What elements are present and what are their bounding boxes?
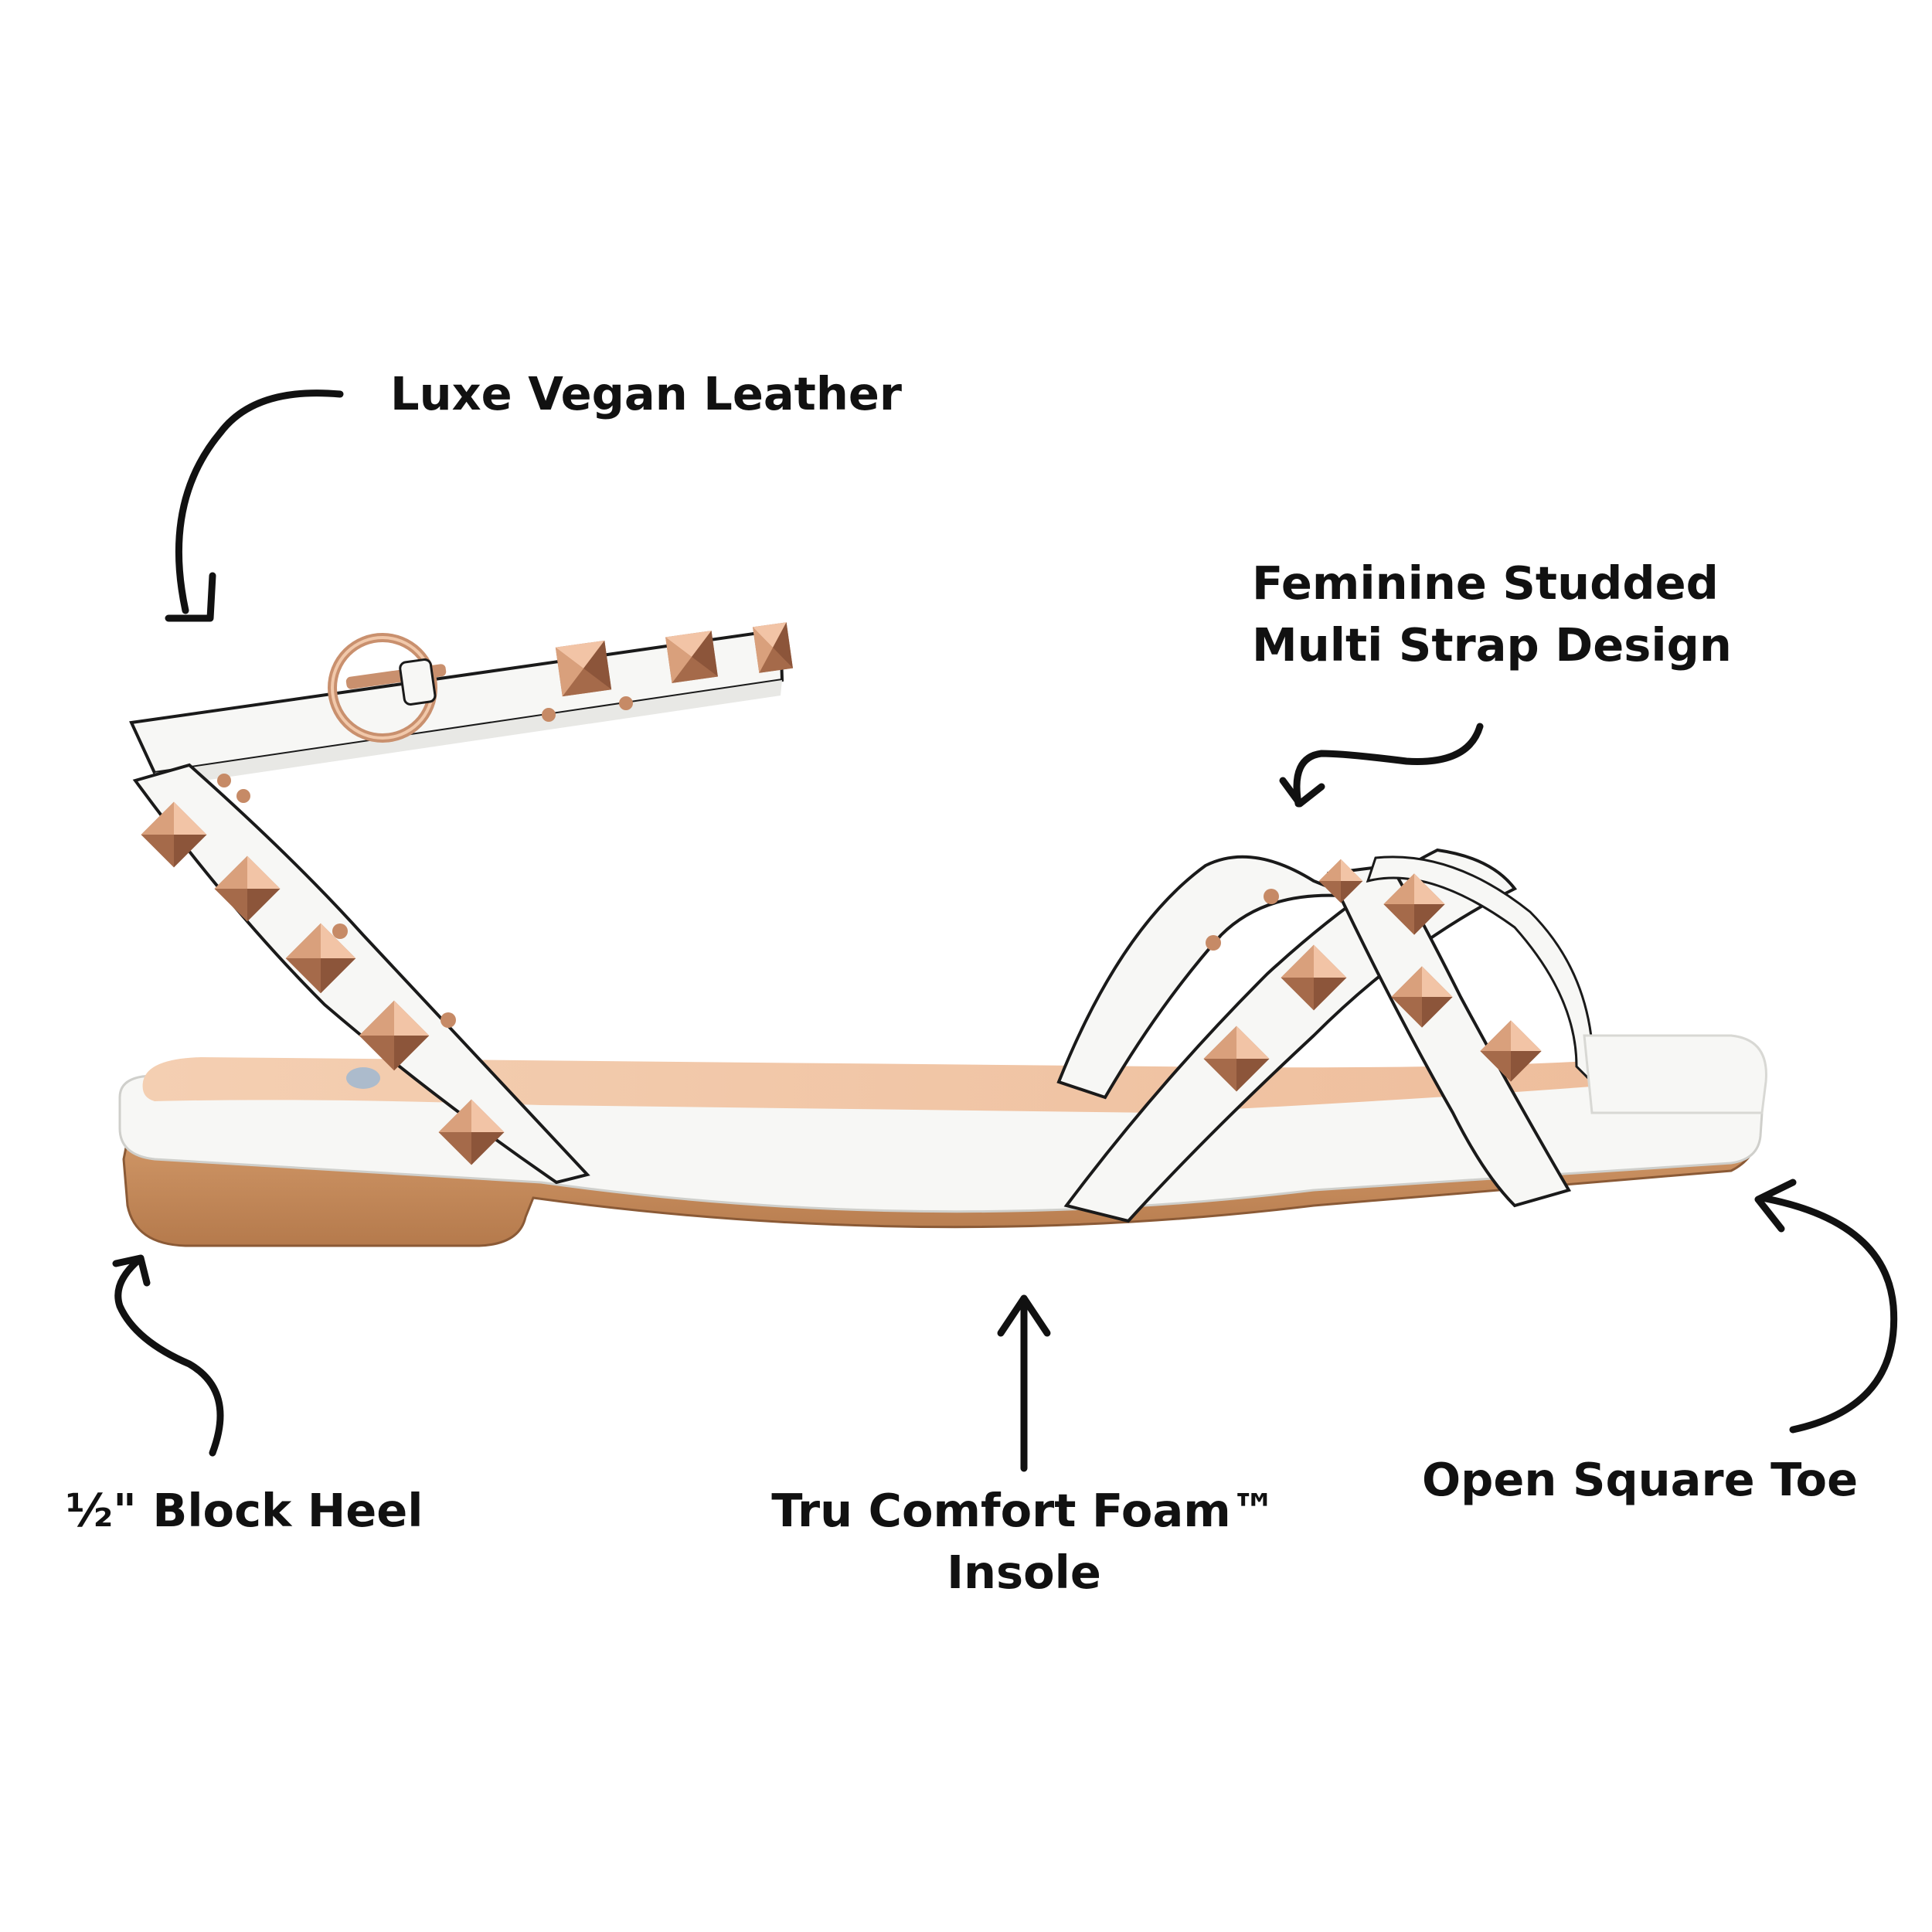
callout-comfort-foam: Tru Comfort Foam™ Insole [761,1480,1287,1604]
wavy-arrow-icon [1279,723,1484,808]
sandal [118,622,1767,1247]
toe-straps [1056,848,1767,1223]
callout-open-square-toe: Open Square Toe [1422,1453,1859,1506]
callout-line: Tru Comfort Foam™ [771,1484,1277,1537]
curved-arrow-icon [1754,1179,1898,1434]
callout-line: Multi Strap Design [1252,618,1732,672]
insole-logo [346,1067,380,1089]
footbed [142,1057,1701,1113]
curved-arrow-icon [165,389,344,622]
curved-arrow-icon [112,1254,224,1457]
stud-icon [665,631,718,683]
up-arrow-icon [997,1294,1051,1472]
callout-feminine-studded: Feminine Studded Multi Strap Design [1252,553,1732,676]
callout-line: Feminine Studded [1252,556,1719,610]
buckle [328,633,447,743]
stud-icon [753,622,793,673]
arrows [112,389,1898,1472]
callout-luxe-vegan-leather: Luxe Vegan Leather [390,367,902,420]
callout-line: Insole [947,1546,1101,1599]
stud-icon [555,640,612,697]
eyelets [217,696,1279,1028]
callout-block-heel: ½" Block Heel [66,1484,423,1537]
